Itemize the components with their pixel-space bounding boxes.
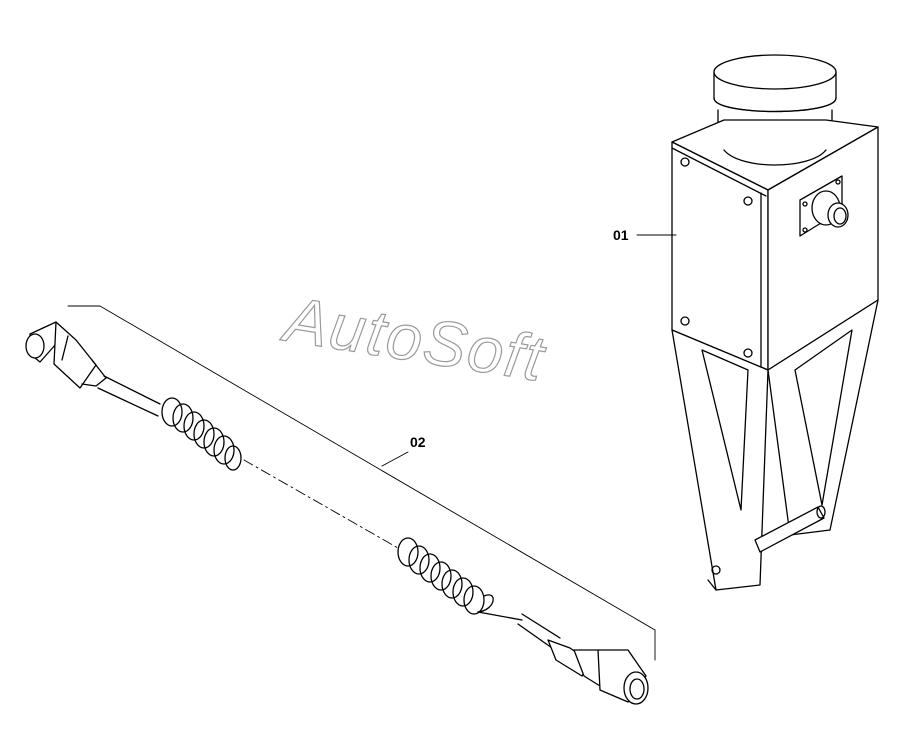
rear-leg (767, 299, 879, 536)
body-block (671, 119, 879, 371)
cross-rod (754, 505, 826, 553)
front-leg (671, 329, 769, 591)
connector-socket (799, 175, 849, 237)
bracket-line (67, 305, 656, 661)
left-coil (161, 397, 242, 471)
top-cap (713, 54, 837, 165)
centerline (243, 459, 399, 549)
callout-label-01: 01 (613, 227, 629, 243)
callout-label-02: 02 (410, 434, 426, 450)
right-coil (397, 537, 523, 621)
left-plug (25, 321, 161, 417)
right-plug (517, 613, 649, 705)
hand-unit-part (636, 54, 879, 591)
coiled-cable-part (25, 305, 656, 705)
